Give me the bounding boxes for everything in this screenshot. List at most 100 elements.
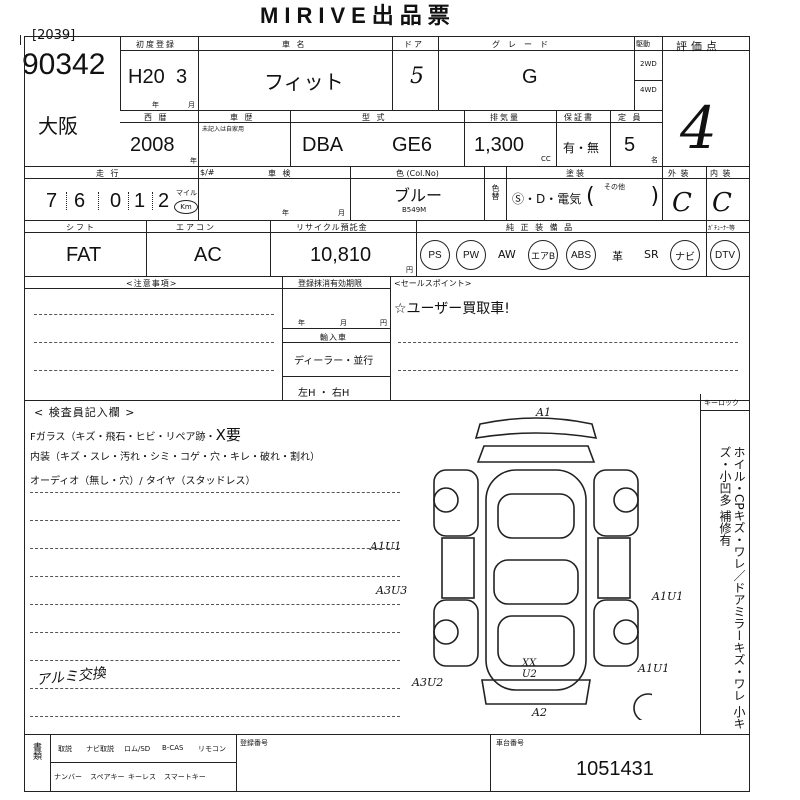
label-warranty: 保証書 — [564, 113, 594, 122]
year-unit: 年 — [152, 101, 159, 109]
glass-note: Fガラス（キズ・飛石・ヒビ・リペア跡・X要 — [30, 424, 241, 445]
mile-unit: マイル — [176, 189, 197, 197]
yen-unit: 円 — [406, 266, 413, 274]
mileage-digit: 1 — [134, 190, 146, 212]
sheet-frame — [24, 36, 750, 792]
equip-dtv: DTV — [710, 240, 740, 270]
doc-item: ナビ取説 — [86, 745, 114, 753]
label-interior: 内 装 — [710, 169, 732, 178]
lot-bracket: [2039] — [32, 28, 76, 43]
chassis-number: 1051431 — [576, 758, 654, 780]
grade-value: G — [522, 66, 538, 88]
interior-grade: C — [712, 188, 732, 218]
form-title: MIRIVE出品票 — [260, 3, 456, 28]
label-displacement: 排気量 — [490, 113, 520, 122]
displacement-value: 1,300 — [474, 134, 525, 156]
mileage-digit: 0 — [110, 190, 122, 212]
aircon-value: AC — [194, 244, 222, 266]
insp-month-unit: 月 — [338, 209, 345, 217]
audio-note: オーディオ（無し・穴）/ タイヤ（スタッドレス） — [30, 476, 256, 487]
doc-item: 取説 — [58, 745, 72, 753]
doc-item: リモコン — [198, 745, 226, 753]
capacity-unit: 名 — [651, 156, 658, 164]
mileage-digit: 2 — [158, 190, 170, 212]
label-keylock: キーロック — [704, 399, 739, 407]
color-value: ブルー — [394, 186, 443, 205]
paint-value: Ⓢ・D・電気 — [512, 192, 582, 206]
dealer-option: ディーラー・並行 — [294, 356, 374, 367]
label-first-reg: 初度登録 — [136, 40, 176, 49]
model-code: GE6 — [392, 134, 433, 156]
warranty-value: 有・無 — [563, 141, 600, 155]
label-import: 輸入車 — [320, 333, 347, 342]
doc-item: ロム/SD — [124, 745, 151, 753]
side-note: ホイル・CPキズ・ワレ／ドアミラーキズ・ワレ 小キズ・小凹多 補修有 — [718, 446, 746, 730]
damage-mark: A1 — [536, 406, 551, 419]
doc-item: ナンバー — [54, 773, 82, 781]
mileage-digit: 7 — [46, 190, 58, 212]
year-value: 2008 — [130, 134, 175, 156]
label-paint: 塗装 — [566, 169, 586, 178]
glass-mark: X要 — [215, 426, 241, 444]
equip-sunroof: SR — [644, 248, 659, 261]
damage-mark: A3U3 — [376, 584, 408, 597]
steering-option: 左H ・ 右H — [298, 388, 350, 399]
label-notes: <注意事項> — [126, 279, 178, 288]
equip-airbag: エアB — [528, 240, 558, 270]
equip-navi: ナビ — [670, 240, 700, 270]
label-door: ドア — [404, 40, 424, 49]
label-recycle: リサイクル預託金 — [296, 223, 368, 232]
month-unit: 月 — [188, 101, 195, 109]
dereg-month: 月 — [340, 319, 347, 327]
shift-value: FAT — [66, 244, 102, 266]
km-unit: Km — [180, 203, 192, 211]
equip-leather: 革 — [612, 250, 623, 263]
reg-month: 3 — [176, 66, 188, 88]
label-dereg: 登録抹消有効期限 — [298, 279, 362, 288]
drive-4wd: 4WD — [640, 86, 657, 94]
paint-other: その他 — [604, 183, 625, 191]
dereg-year: 年 — [298, 319, 305, 327]
capacity-value: 5 — [624, 134, 636, 156]
recycle-value: 10,810 — [310, 244, 372, 266]
exterior-grade: C — [672, 188, 692, 218]
paint-other-paren: ( ) — [586, 184, 660, 209]
label-color-change: 色替 — [491, 184, 500, 200]
equip-pw: PW — [456, 240, 486, 270]
label-color: 色 (Col.No) — [396, 169, 439, 178]
label-chassis: 車台番号 — [496, 739, 524, 747]
glass-note-text: Fガラス（キズ・飛石・ヒビ・リペア跡・ — [30, 432, 216, 443]
label-tuner: ｶﾞﾁｭｰﾅｰ等 — [708, 225, 736, 232]
label-docs: 書類 — [31, 742, 41, 760]
damage-mark: A1U1 — [638, 662, 670, 675]
label-western: 西 暦 — [144, 113, 169, 122]
cc-unit: CC — [541, 155, 551, 163]
damage-mark: A1U1 — [652, 590, 684, 603]
damage-mark: A1U1 — [370, 540, 402, 553]
label-shift: シフト — [66, 223, 96, 232]
mileage-digit: 6 — [74, 190, 86, 212]
dereg-day: 円 — [380, 319, 387, 327]
label-reg-no: 登録番号 — [240, 739, 268, 747]
lot-number: 90342 — [22, 48, 106, 81]
label-car-name: 車 名 — [282, 40, 307, 49]
label-mileage-mark: $/# — [200, 168, 215, 177]
label-capacity: 定 員 — [618, 113, 643, 122]
label-sales: <セールスポイント> — [394, 279, 472, 288]
label-history: 車 歴 — [230, 113, 255, 122]
location: 大阪 — [38, 114, 78, 138]
label-model: 型 式 — [362, 113, 387, 122]
door-count: 5 — [410, 64, 424, 89]
year-unit-2: 年 — [190, 157, 197, 165]
sales-point: ☆ユーザー買取車! — [394, 301, 510, 317]
score-value: 4 — [680, 94, 717, 162]
doc-item: B-CAS — [162, 744, 184, 752]
label-inspector: < 検査員記入欄 > — [34, 406, 136, 419]
label-grade: グレード — [492, 40, 556, 49]
label-score: 評価点 — [676, 40, 721, 53]
drive-2wd: 2WD — [640, 60, 657, 68]
label-exterior: 外 装 — [668, 169, 690, 178]
label-mileage: 走 行 — [96, 169, 121, 178]
doc-item: スペアキー — [90, 773, 125, 781]
label-options: 純 正 装 備 品 — [506, 223, 575, 232]
